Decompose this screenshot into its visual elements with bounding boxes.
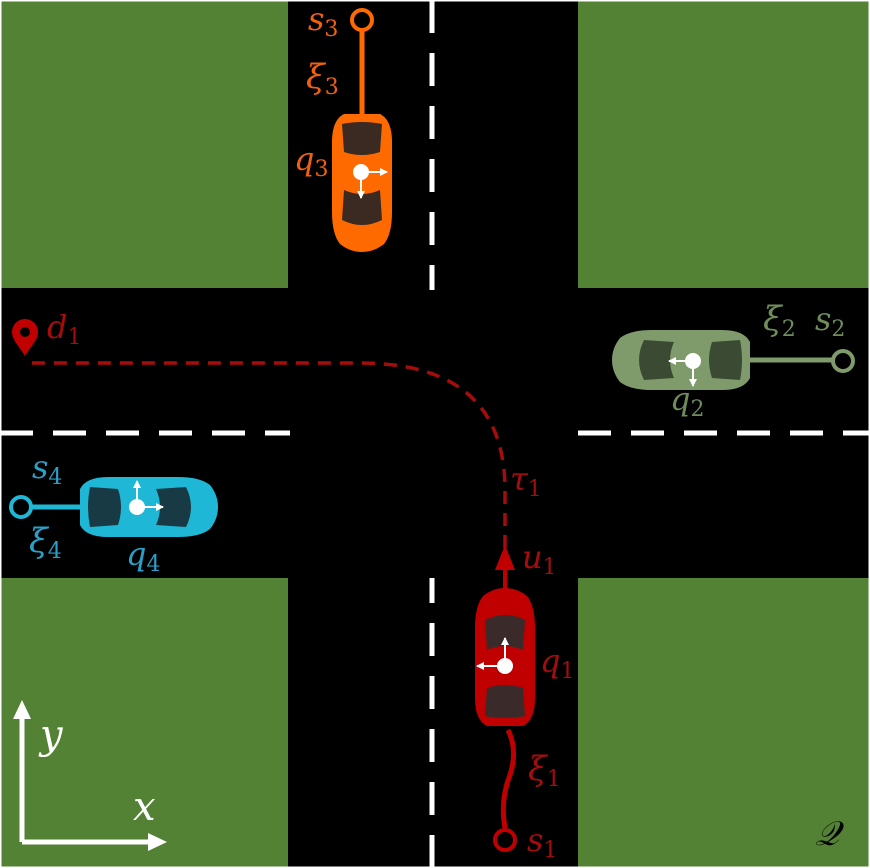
label-s1: s1 <box>527 821 557 863</box>
start-marker-s2 <box>831 349 855 373</box>
car-q1 <box>475 588 535 726</box>
label-s4: s4 <box>32 448 62 490</box>
label-xi2: ξ2 <box>763 299 796 342</box>
map-pin-icon <box>12 319 38 356</box>
label-xi1: ξ1 <box>528 749 561 792</box>
start-marker-s1 <box>493 828 517 852</box>
axis-label-x: x <box>133 784 156 830</box>
label-d1: d1 <box>47 308 81 350</box>
label-q2: q2 <box>670 380 704 422</box>
label-s2: s2 <box>815 300 845 342</box>
car-q4 <box>80 477 218 537</box>
car-q3 <box>332 114 392 252</box>
label-xi3: ξ3 <box>306 57 339 100</box>
label-s3: s3 <box>308 0 338 42</box>
start-marker-s3 <box>350 8 374 32</box>
label-u1: u1 <box>522 538 557 580</box>
axis-label-y: y <box>38 712 64 758</box>
car-q2 <box>612 330 750 390</box>
frame-q4 <box>129 480 164 515</box>
label-q1: q1 <box>540 642 574 684</box>
control-arrow-u1 <box>495 545 515 590</box>
trail-xi1 <box>500 728 516 829</box>
start-marker-s4 <box>9 495 33 519</box>
label-q4: q4 <box>126 535 160 577</box>
planned-path-tau1 <box>25 361 507 548</box>
label-q3: q3 <box>294 140 328 182</box>
frame-q2 <box>668 353 701 387</box>
label-xi4: ξ4 <box>29 521 62 564</box>
frame-q3 <box>353 164 388 199</box>
coordinate-axes <box>13 700 167 851</box>
label-tau1: τ1 <box>510 460 542 502</box>
